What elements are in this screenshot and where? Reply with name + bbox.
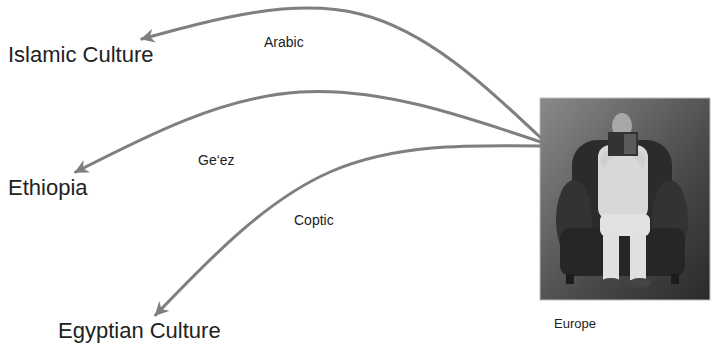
culture-label-node: Ethiopia bbox=[8, 175, 88, 201]
curved-arrow bbox=[142, 8, 541, 138]
curved-arrow bbox=[76, 91, 541, 172]
reading-man bbox=[598, 113, 651, 288]
armchair bbox=[556, 140, 688, 284]
node-text: Europe bbox=[554, 316, 596, 332]
curved-arrow bbox=[156, 146, 541, 315]
edge-label: Coptic bbox=[292, 212, 336, 228]
edge-label: Arabic bbox=[262, 34, 306, 50]
photo-node: Europe bbox=[540, 98, 710, 300]
culture-label-node: Egyptian Culture bbox=[58, 318, 221, 344]
node-text: Islamic Culture bbox=[8, 42, 153, 68]
node-text: Egyptian Culture bbox=[58, 318, 221, 344]
node-text: Ethiopia bbox=[8, 175, 88, 201]
culture-label-node: Islamic Culture bbox=[8, 42, 153, 68]
photo-frame bbox=[540, 98, 710, 300]
edge-label: Ge‘ez bbox=[196, 152, 237, 168]
